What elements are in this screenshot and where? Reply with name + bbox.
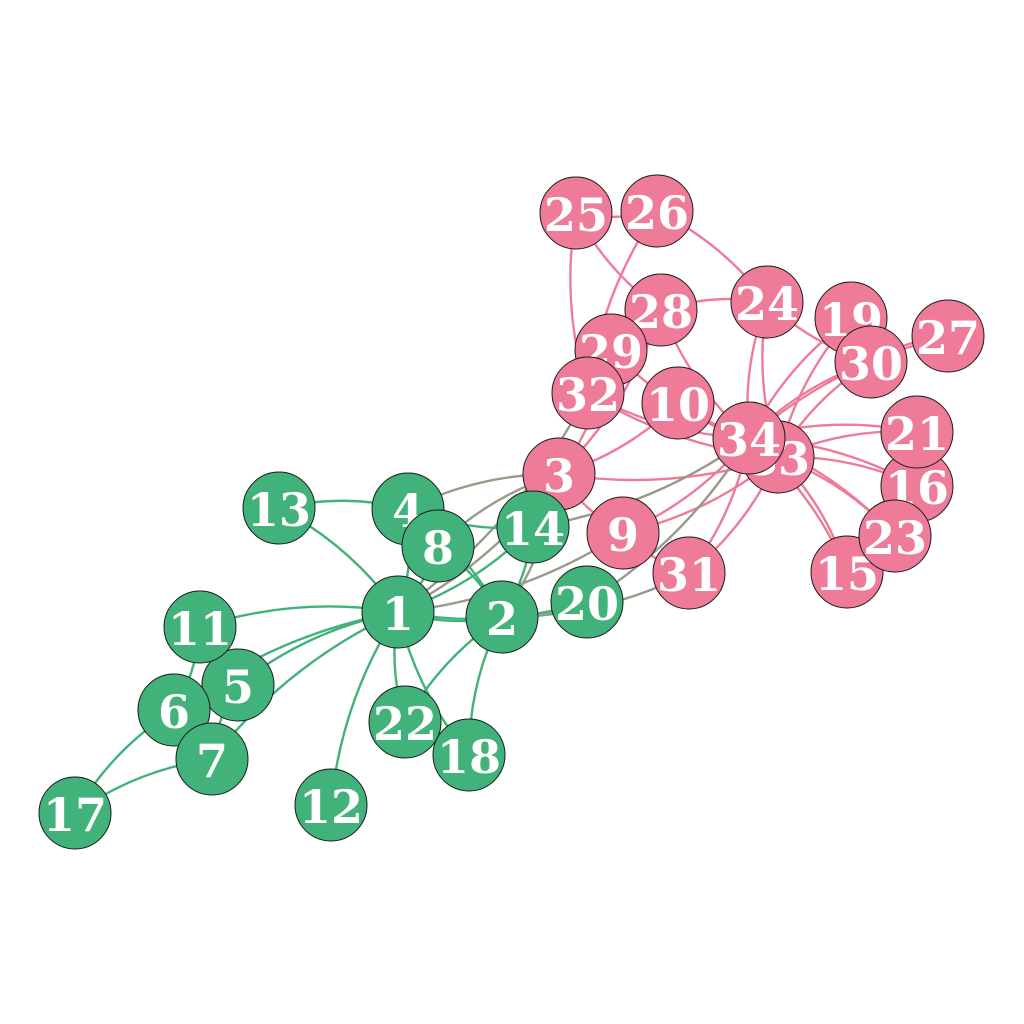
node-21-label: 21 <box>885 407 949 461</box>
node-31-circle <box>652 536 726 610</box>
node-2-circle <box>465 580 539 654</box>
node-22: 22 <box>368 685 442 759</box>
node-13-circle <box>242 471 316 545</box>
node-34-label: 34 <box>717 413 781 467</box>
node-12-circle <box>294 768 368 842</box>
node-7-circle <box>175 722 249 796</box>
node-12: 12 <box>294 768 368 842</box>
node-20-label: 20 <box>555 577 619 631</box>
node-5-circle <box>201 648 275 722</box>
node-27-circle <box>911 299 985 373</box>
node-5: 5 <box>201 648 275 722</box>
node-23-circle <box>858 499 932 573</box>
node-17-label: 17 <box>43 788 107 842</box>
node-1-circle <box>361 575 435 649</box>
node-14: 14 <box>496 490 570 564</box>
node-11-label: 11 <box>168 602 232 656</box>
node-34-circle <box>712 401 786 475</box>
node-23: 23 <box>858 499 932 573</box>
node-32-circle <box>551 356 625 430</box>
node-6-circle <box>137 673 211 747</box>
node-6-label: 6 <box>158 685 190 739</box>
node-17-circle <box>38 776 112 850</box>
node-25: 25 <box>539 176 613 250</box>
node-2: 2 <box>465 580 539 654</box>
node-6: 6 <box>137 673 211 747</box>
node-30: 30 <box>834 325 908 399</box>
node-9-label: 9 <box>607 508 639 562</box>
node-27-label: 27 <box>916 311 980 365</box>
node-22-circle <box>368 685 442 759</box>
node-28-circle <box>624 273 698 347</box>
node-17: 17 <box>38 776 112 850</box>
node-30-circle <box>834 325 908 399</box>
node-32-label: 32 <box>556 368 620 422</box>
node-32: 32 <box>551 356 625 430</box>
node-8-label: 8 <box>422 521 454 575</box>
node-14-circle <box>496 490 570 564</box>
node-27: 27 <box>911 299 985 373</box>
node-26-label: 26 <box>625 186 689 240</box>
node-31: 31 <box>652 536 726 610</box>
node-26-circle <box>620 174 694 248</box>
node-8: 8 <box>401 509 475 583</box>
node-7: 7 <box>175 722 249 796</box>
node-24-label: 24 <box>735 277 799 331</box>
node-8-circle <box>401 509 475 583</box>
node-9: 9 <box>586 496 660 570</box>
node-24-circle <box>730 265 804 339</box>
node-11-circle <box>163 590 237 664</box>
node-5-label: 5 <box>222 660 254 714</box>
node-12-label: 12 <box>299 780 363 834</box>
node-10: 10 <box>641 366 715 440</box>
node-21-circle <box>880 395 954 469</box>
node-25-circle <box>539 176 613 250</box>
node-20: 20 <box>550 565 624 639</box>
node-21: 21 <box>880 395 954 469</box>
node-34: 34 <box>712 401 786 475</box>
node-30-label: 30 <box>839 337 903 391</box>
node-13-label: 13 <box>247 483 311 537</box>
node-14-label: 14 <box>501 502 565 556</box>
node-10-label: 10 <box>646 378 710 432</box>
node-1: 1 <box>361 575 435 649</box>
node-2-label: 2 <box>486 592 518 646</box>
node-25-label: 25 <box>544 188 608 242</box>
node-11: 11 <box>163 590 237 664</box>
node-18: 18 <box>432 718 506 792</box>
node-26: 26 <box>620 174 694 248</box>
node-1-label: 1 <box>382 587 414 641</box>
node-9-circle <box>586 496 660 570</box>
node-22-label: 22 <box>373 697 437 751</box>
node-18-label: 18 <box>437 730 501 784</box>
node-10-circle <box>641 366 715 440</box>
node-18-circle <box>432 718 506 792</box>
node-13: 13 <box>242 471 316 545</box>
node-23-label: 23 <box>863 511 927 565</box>
node-7-label: 7 <box>196 734 228 788</box>
node-31-label: 31 <box>657 548 721 602</box>
node-24: 24 <box>730 265 804 339</box>
node-20-circle <box>550 565 624 639</box>
